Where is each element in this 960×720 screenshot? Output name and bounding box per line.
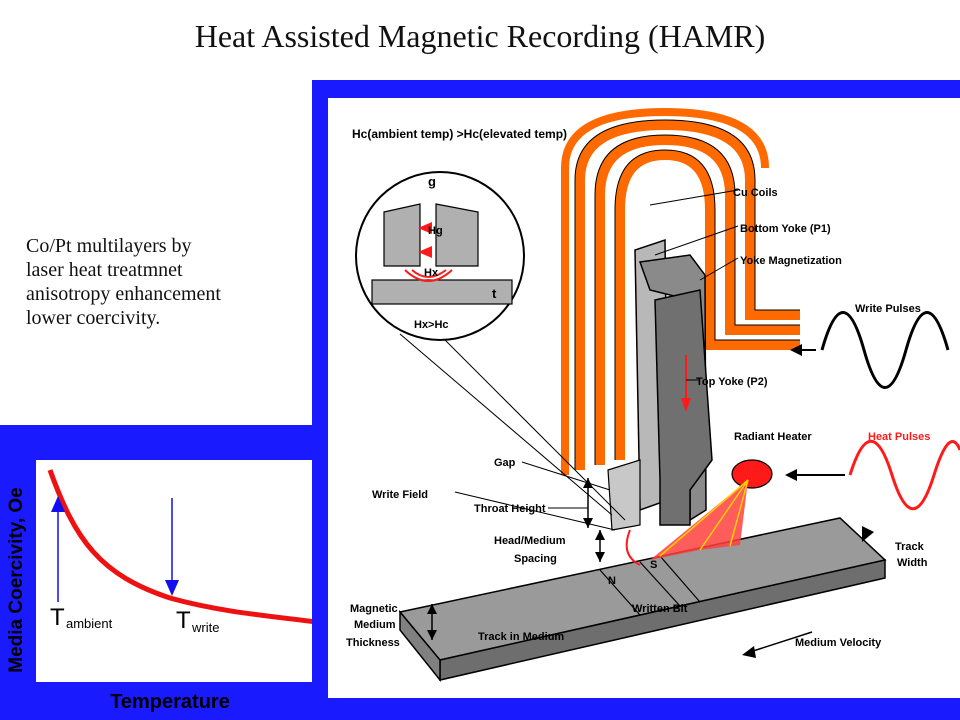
coil-outlines (574, 119, 800, 470)
bit-line-1 (599, 569, 641, 616)
cu-coils (561, 107, 800, 475)
note-line-4: lower coercivity. (26, 307, 161, 329)
inset-field-line-2 (411, 269, 447, 278)
heat-pulses-arrow-head (785, 469, 797, 481)
diagram-frame (312, 80, 960, 720)
inset-hx-label: Hx (424, 267, 439, 279)
yoke-magnetization-arrow-head (681, 398, 691, 412)
inset-hg-label: Hg (428, 225, 443, 237)
inset-medium (371, 279, 513, 305)
track-width-marker (862, 526, 874, 542)
write-arrow-head (165, 580, 179, 596)
heat-beam-ray-3 (729, 479, 749, 547)
graph-ylabel: Media Coercivity, Oe (6, 487, 27, 673)
radiant-heater (731, 459, 773, 489)
yoke-magnetization-label: Yoke Magnetization (740, 255, 842, 267)
page-title: Heat Assisted Magnetic Recording (HAMR) (194, 18, 766, 54)
bit-line-3 (659, 555, 701, 603)
throat-height-label: Throat Height (474, 503, 546, 515)
heat-beam-ray-2 (699, 479, 749, 551)
bottom-yoke-label: Bottom Yoke (P1) (740, 223, 831, 235)
medium-block-top (398, 517, 887, 661)
magnetic-label-2: Medium (354, 619, 396, 631)
graph-area (36, 460, 316, 682)
write-field-arc (625, 529, 641, 566)
heat-pulses-label: Heat Pulses (868, 431, 930, 443)
inset-pole-left (383, 203, 421, 267)
track-in-medium-label: Track in Medium (478, 631, 564, 643)
magnetic-label-1: Magnetic (350, 603, 398, 615)
cu-coils-label: Cu Coils (733, 187, 778, 199)
t-write-sub: write (191, 620, 219, 635)
note-line-1: Co/Pt multilayers by (26, 235, 192, 257)
inset-arrow-2 (418, 246, 432, 258)
top-yoke-label: Top Yoke (P2) (696, 376, 768, 388)
write-pulses-label: Write Pulses (855, 303, 921, 315)
bit-line-2 (639, 561, 681, 607)
head-medium-label-2: Spacing (514, 553, 557, 565)
write-pulses-arrow-head (790, 344, 802, 356)
s-pole-label: S (650, 559, 657, 571)
inset-t-label: t (492, 286, 497, 301)
note-line-2: laser heat treatmnet (26, 259, 183, 281)
t-ambient-label: T (50, 604, 65, 631)
head-medium-label-1: Head/Medium (494, 535, 566, 547)
label-leaders (454, 189, 739, 531)
notes-text: Co/Pt multilayers by laser heat treatmne… (26, 234, 306, 330)
medium-block-front (439, 559, 886, 681)
velocity-arrow-head (742, 646, 756, 658)
radiant-heater-label: Radiant Heater (734, 431, 812, 443)
heat-beam-ray-1 (659, 479, 749, 557)
gap-label: Gap (494, 457, 516, 469)
diagram-area (328, 98, 960, 698)
velocity-arrow (749, 631, 813, 653)
inset-bottom-label: Hx>Hc (414, 319, 449, 331)
magnetic-label-3: Thickness (346, 637, 400, 649)
written-bit-label: Written Bit (632, 603, 688, 615)
graph-frame (0, 425, 316, 720)
inset-leader-2 (444, 339, 626, 521)
t-ambient-sub: ambient (66, 616, 113, 631)
heat-beam (650, 480, 748, 560)
t-write-label: T (176, 607, 191, 634)
inset-field-line-1 (404, 269, 453, 282)
top-yoke (654, 289, 713, 526)
note-line-3: anisotropy enhancement (26, 283, 221, 305)
inset-leader-1 (399, 333, 613, 516)
inset-g-label: g (428, 174, 436, 189)
top-yoke-back (638, 254, 707, 522)
medium-block-side (399, 609, 441, 683)
inset-circle (355, 171, 525, 341)
track-width-label-2: Width (897, 557, 928, 569)
ambient-arrow-head (51, 496, 65, 512)
track-width-label-1: Track (895, 541, 925, 553)
header-label: Hc(ambient temp) >Hc(elevated temp) (352, 127, 567, 141)
write-field-label: Write Field (372, 489, 428, 501)
inset-arrow-1 (418, 222, 432, 234)
n-pole-label: N (608, 575, 616, 587)
yoke-tip (607, 459, 641, 531)
write-pulses-wave (820, 311, 950, 389)
inset-pole-right (435, 203, 479, 267)
coercivity-curve (47, 469, 317, 625)
bottom-yoke (634, 238, 669, 512)
medium-velocity-label: Medium Velocity (795, 637, 882, 649)
graph-xlabel: Temperature (110, 691, 230, 713)
heat-pulses-wave (848, 440, 960, 510)
